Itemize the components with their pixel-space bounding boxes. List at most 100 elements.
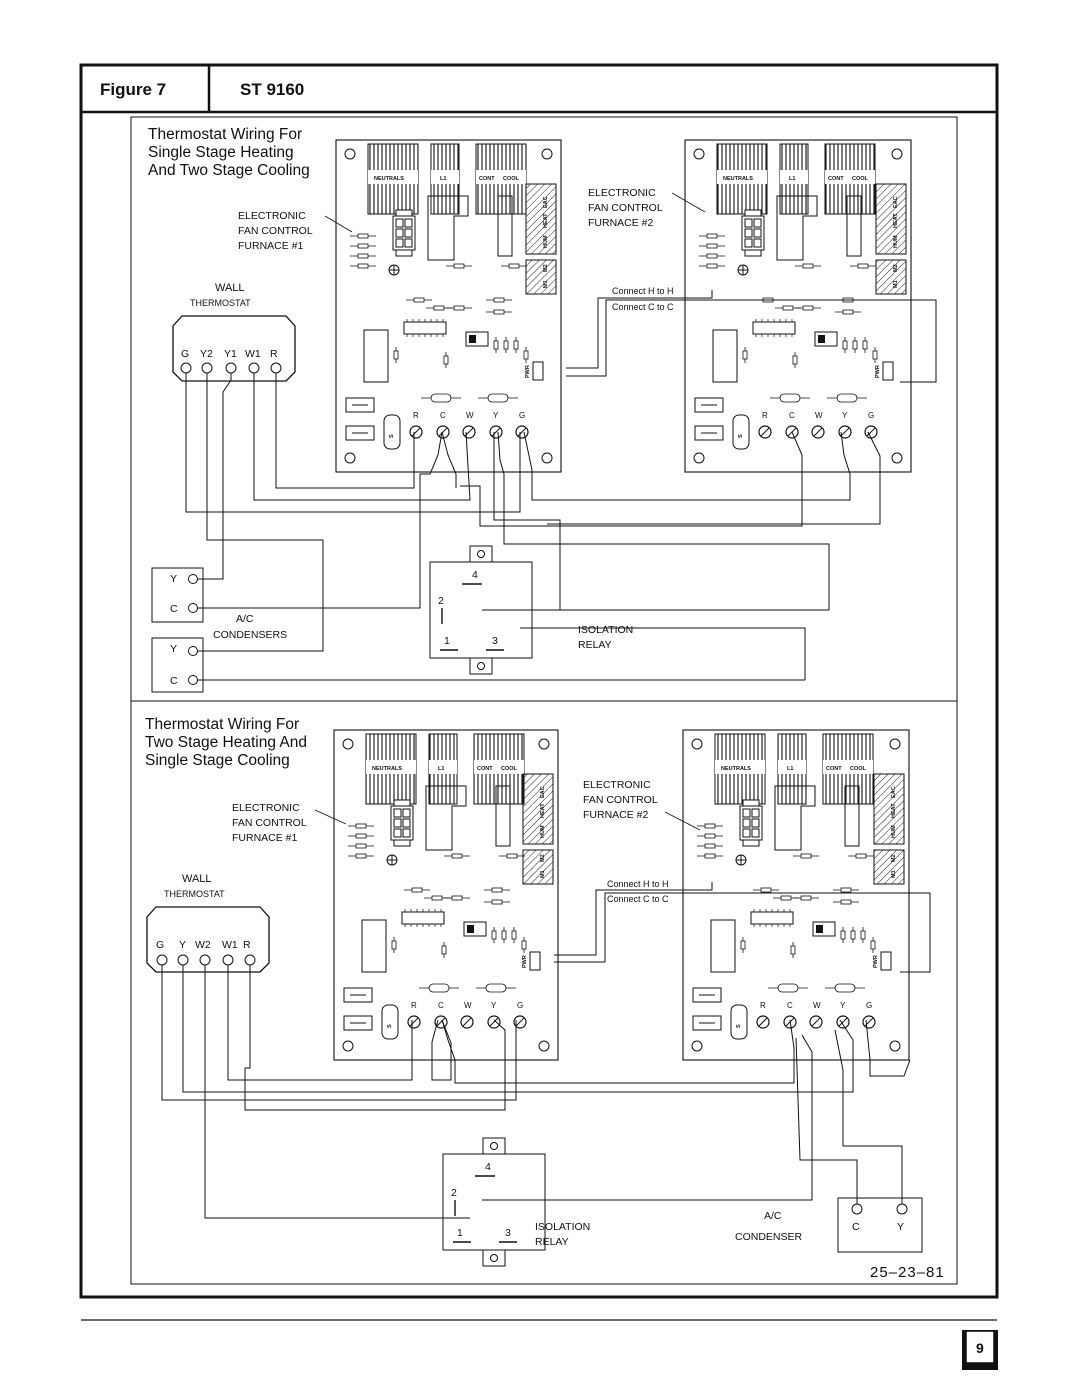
svg-text:HEAT: HEAT — [891, 803, 897, 818]
svg-text:EAC: EAC — [540, 786, 546, 798]
svg-text:S: S — [736, 1024, 742, 1028]
svg-text:HUM: HUM — [543, 235, 549, 248]
svg-text:G: G — [866, 1001, 872, 1010]
svg-text:W: W — [813, 1001, 821, 1010]
svg-text:R: R — [411, 1001, 417, 1010]
svg-text:M1: M1 — [543, 280, 549, 288]
svg-text:HUM: HUM — [893, 235, 899, 248]
svg-text:CONT: CONT — [477, 766, 493, 772]
svg-text:M2: M2 — [893, 264, 899, 272]
svg-text:M2: M2 — [540, 854, 546, 862]
svg-text:PWR: PWR — [525, 365, 531, 378]
svg-text:PWR: PWR — [522, 955, 528, 968]
svg-text:ELECTRONIC: ELECTRONIC — [238, 210, 306, 222]
svg-text:CONT: CONT — [826, 766, 842, 772]
svg-text:M1: M1 — [893, 280, 899, 288]
svg-text:HUM: HUM — [540, 825, 546, 838]
svg-text:4: 4 — [485, 1161, 491, 1173]
svg-text:Thermostat Wiring For: Thermostat Wiring For — [145, 716, 299, 733]
figure-label: Figure 7 — [100, 80, 166, 99]
svg-text:Single Stage Cooling: Single Stage Cooling — [145, 752, 290, 769]
svg-text:M1: M1 — [891, 870, 897, 878]
svg-text:Y1: Y1 — [224, 348, 237, 360]
svg-text:R: R — [413, 411, 419, 420]
svg-text:2: 2 — [451, 1187, 457, 1199]
svg-text:EAC: EAC — [893, 196, 899, 208]
svg-text:R: R — [762, 411, 768, 420]
svg-text:W: W — [464, 1001, 472, 1010]
model-label: ST 9160 — [240, 80, 304, 99]
top-connect-labels: Connect H to H Connect C to C — [612, 286, 674, 312]
bottom-panel — [130, 700, 958, 1285]
svg-text:CONDENSERS: CONDENSERS — [213, 629, 287, 641]
svg-text:Single Stage Heating: Single Stage Heating — [148, 144, 294, 161]
svg-text:FURNACE #1: FURNACE #1 — [238, 240, 304, 252]
svg-text:G: G — [181, 348, 189, 360]
svg-text:EAC: EAC — [891, 786, 897, 798]
svg-text:Y: Y — [897, 1221, 904, 1233]
top-title: Thermostat Wiring For Single Stage Heati… — [148, 126, 310, 179]
bottom-relay-label: ISOLATION RELAY — [535, 1221, 590, 1248]
svg-text:G: G — [868, 411, 874, 420]
svg-text:C: C — [440, 411, 446, 420]
svg-text:M2: M2 — [891, 854, 897, 862]
svg-text:NEUTRALS: NEUTRALS — [372, 766, 402, 772]
svg-text:THERMOSTAT: THERMOSTAT — [164, 889, 225, 899]
svg-text:ISOLATION: ISOLATION — [535, 1221, 590, 1233]
svg-text:L1: L1 — [438, 766, 444, 772]
svg-text:RELAY: RELAY — [535, 1236, 569, 1248]
svg-text:C: C — [438, 1001, 444, 1010]
svg-text:1: 1 — [444, 635, 450, 647]
svg-text:R: R — [270, 348, 278, 360]
svg-text:ISOLATION: ISOLATION — [578, 624, 633, 636]
svg-text:Y: Y — [491, 1001, 497, 1010]
svg-text:CONT: CONT — [828, 176, 844, 182]
svg-text:PWR: PWR — [875, 365, 881, 378]
svg-text:Y: Y — [170, 643, 177, 655]
svg-text:W1: W1 — [245, 348, 261, 360]
svg-text:HUM: HUM — [891, 825, 897, 838]
bottom-furnace-2-label: ELECTRONIC FAN CONTROL FURNACE #2 — [583, 779, 701, 831]
top-wiring — [185, 290, 937, 681]
svg-text:FURNACE #2: FURNACE #2 — [583, 809, 649, 821]
svg-text:Connect C to C: Connect C to C — [607, 894, 669, 904]
svg-text:ELECTRONIC: ELECTRONIC — [588, 187, 656, 199]
svg-text:COOL: COOL — [850, 766, 867, 772]
svg-text:Y: Y — [842, 411, 848, 420]
svg-text:R: R — [760, 1001, 766, 1010]
svg-text:W: W — [466, 411, 474, 420]
svg-text:ELECTRONIC: ELECTRONIC — [583, 779, 651, 791]
svg-text:3: 3 — [505, 1227, 511, 1239]
svg-text:L1: L1 — [440, 176, 446, 182]
svg-text:Y: Y — [840, 1001, 846, 1010]
page-number: 9 — [976, 1340, 984, 1356]
page-number-box: 9 — [962, 1330, 998, 1370]
svg-text:Y2: Y2 — [200, 348, 213, 360]
svg-text:FAN CONTROL: FAN CONTROL — [583, 794, 658, 806]
svg-text:RELAY: RELAY — [578, 639, 612, 651]
svg-text:A/C: A/C — [236, 613, 254, 625]
svg-text:FAN CONTROL: FAN CONTROL — [232, 817, 307, 829]
svg-text:C: C — [787, 1001, 793, 1010]
svg-text:C: C — [789, 411, 795, 420]
svg-text:S: S — [389, 434, 395, 438]
svg-text:A/C: A/C — [764, 1210, 782, 1222]
svg-text:G: G — [519, 411, 525, 420]
svg-text:L1: L1 — [787, 766, 793, 772]
svg-text:CONT: CONT — [479, 176, 495, 182]
svg-text:PWR: PWR — [873, 955, 879, 968]
svg-text:C: C — [852, 1221, 860, 1233]
svg-text:CONDENSER: CONDENSER — [735, 1231, 803, 1243]
figure-number: 25–23–81 — [870, 1264, 945, 1281]
svg-text:Y: Y — [170, 573, 177, 585]
svg-text:W2: W2 — [195, 939, 211, 951]
svg-text:WALL: WALL — [215, 282, 245, 294]
top-furnace-1-label: ELECTRONIC FAN CONTROL FURNACE #1 — [238, 210, 353, 252]
svg-text:W: W — [815, 411, 823, 420]
